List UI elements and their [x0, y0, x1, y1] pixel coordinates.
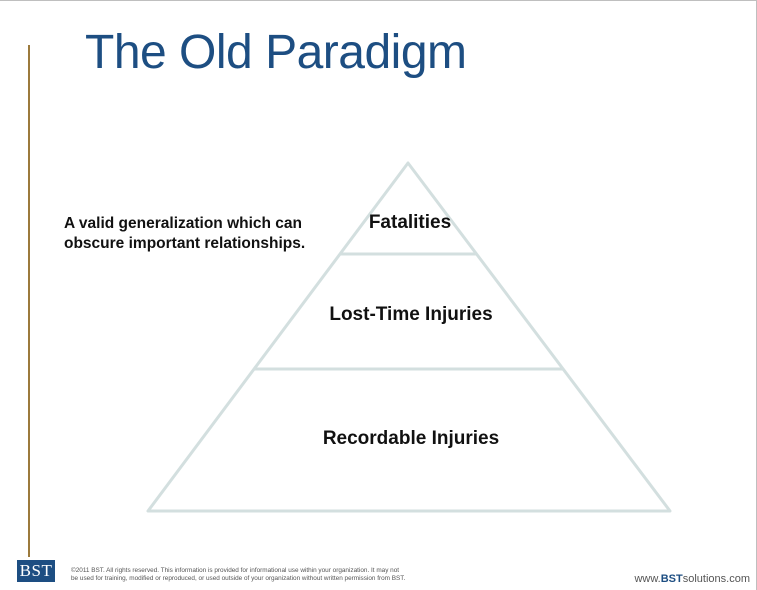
tier-label-fatalities: Fatalities: [369, 212, 451, 233]
website-link[interactable]: www.BSTsolutions.com: [634, 573, 750, 585]
website-brand: BST: [660, 573, 683, 585]
copyright-line-2: be used for training, modified or reprod…: [71, 575, 406, 582]
annotation-line-1: A valid generalization which can: [64, 215, 303, 232]
bst-logo: BST: [17, 560, 55, 582]
copyright-line-1: ©2011 BST. All rights reserved. This inf…: [71, 567, 400, 574]
annotation-text: A valid generalization which can obscure…: [64, 214, 305, 254]
accent-line: [28, 45, 30, 557]
tier-label-lost-time-injuries: Lost-Time Injuries: [329, 304, 492, 325]
tier-label-recordable-injuries: Recordable Injuries: [323, 428, 499, 449]
website-suffix: solutions.com: [682, 573, 750, 585]
annotation-line-2: obscure important relationships.: [64, 235, 306, 252]
copyright-notice: ©2011 BST. All rights reserved. This inf…: [71, 567, 405, 583]
pyramid-outline: [146, 161, 672, 513]
page-title: The Old Paradigm: [85, 26, 467, 79]
website-prefix: www.: [634, 573, 661, 585]
